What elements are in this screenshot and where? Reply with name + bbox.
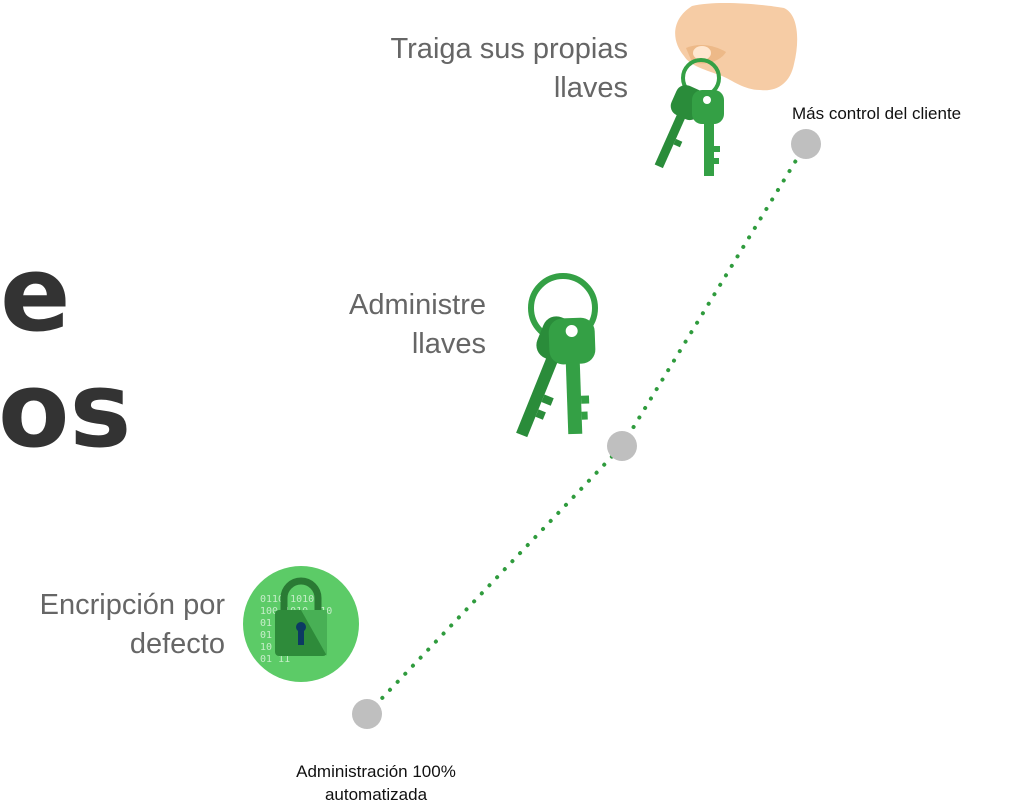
label-level-3-line-2: llaves	[553, 72, 628, 104]
label-level-3: Traiga sus propias llaves	[391, 30, 628, 108]
label-level-1-line-1: Encripción por	[39, 589, 225, 621]
node-level-1	[352, 699, 382, 729]
label-level-2-line-1: Administre	[349, 289, 486, 321]
label-level-1-line-2: defecto	[129, 628, 225, 660]
connector-lower	[365, 444, 624, 716]
caption-level-1-line-2: automatizada	[324, 785, 428, 804]
caption-level-1-line-1: Administración 100%	[296, 762, 456, 781]
keys-icon	[516, 273, 598, 438]
caption-level-3: Más control del cliente	[792, 104, 962, 123]
node-level-2	[607, 431, 637, 461]
label-level-2: Administre llaves	[349, 286, 486, 364]
title-fragment-2: os	[0, 349, 132, 471]
lock-icon: 0110 1010 100 1010 110 01 011 01 110 10 …	[243, 566, 359, 682]
svg-text:01 11: 01 11	[260, 654, 290, 665]
connector-upper	[620, 142, 808, 448]
label-level-3-line-1: Traiga sus propias	[390, 33, 628, 65]
title-fragment-1: e	[0, 233, 71, 355]
label-level-2-line-2: llaves	[411, 328, 486, 360]
hand-keys-icon	[654, 2, 798, 176]
caption-level-1: Administración 100% automatizada	[262, 760, 490, 806]
node-level-3	[791, 129, 821, 159]
label-level-1: Encripción por defecto	[40, 586, 225, 664]
